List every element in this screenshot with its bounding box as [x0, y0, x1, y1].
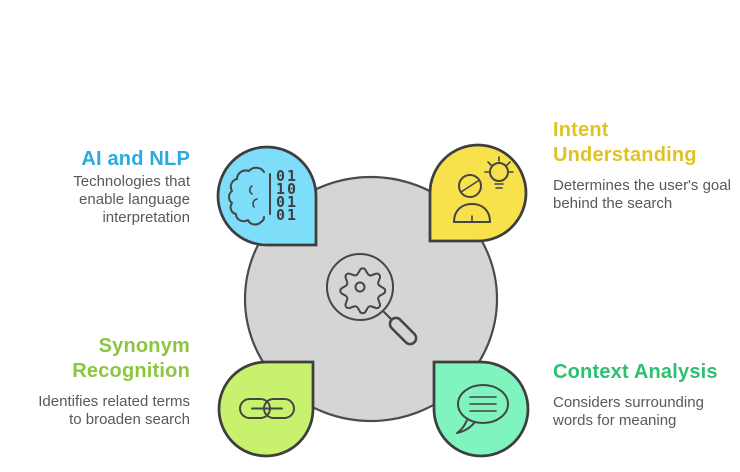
node-description-intent-understanding: Determines the user's goal behind the se…: [553, 177, 731, 212]
brain-binary-icon: 01 10 01 01: [228, 166, 298, 226]
node-top-left-shape: [216, 145, 318, 247]
link-icon: [239, 398, 295, 419]
user-idea-icon: [453, 156, 514, 223]
node-description-synonym-recognition: Identifies related terms to broaden sear…: [38, 393, 190, 428]
svg-text:10: 10: [276, 180, 298, 198]
svg-text:01: 01: [276, 193, 298, 211]
svg-text:01: 01: [276, 167, 298, 185]
magnifier-gear-icon: [326, 253, 418, 346]
node-description-ai-nlp: Technologies that enable language interp…: [73, 173, 190, 226]
speech-bubble-icon: [456, 384, 509, 434]
node-bottom-right-shape: [432, 360, 530, 458]
svg-text:01: 01: [276, 206, 298, 224]
node-title-context-analysis: Context Analysis: [553, 361, 718, 383]
node-title-ai-nlp: AI and NLP: [81, 148, 190, 170]
node-title-synonym-recognition: Synonym Recognition: [72, 335, 190, 382]
node-description-context-analysis: Considers surrounding words for meaning: [553, 394, 704, 429]
node-title-intent-understanding: Intent Understanding: [553, 119, 697, 166]
